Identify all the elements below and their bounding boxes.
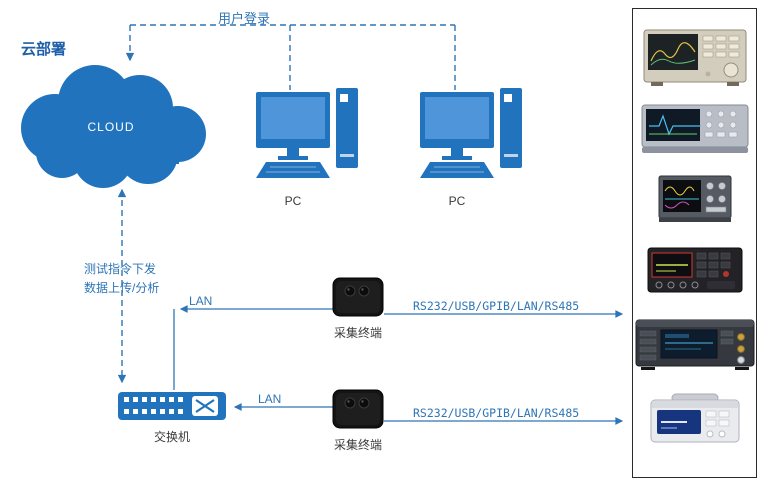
page-title: 云部署 [21,41,67,58]
pc2-icon [419,87,523,179]
cloud-link-label-line2: 数据上传/分析 [84,281,160,295]
terminal2-icon [332,389,384,429]
lan2-label: LAN [258,392,282,406]
pc1-label: PC [284,194,302,208]
pc1-icon [255,87,359,179]
cloud-link-label-line1: 测试指令下发 [84,262,157,276]
bus1-label: RS232/USB/GPIB/LAN/RS485 [413,299,580,313]
user-login-label: 用户登录 [218,11,271,26]
lan1-label: LAN [189,294,213,308]
vector-network-analyzer-icon [643,29,747,92]
switch-icon [118,392,226,420]
switch-label: 交换机 [153,430,190,444]
terminal1-label: 采集终端 [333,326,382,340]
terminal2-label: 采集终端 [333,438,382,452]
source-measure-unit-icon [647,247,743,300]
connectors [117,24,624,425]
pc2-label: PC [448,194,466,208]
instrument-panel [632,8,757,478]
cloud-icon [21,65,206,188]
cloud-link-label: 测试指令下发 数据上传/分析 [84,260,159,298]
signal-generator-icon [635,319,755,376]
terminal1-icon [332,277,384,317]
oscilloscope-icon [641,104,749,159]
mixed-domain-oscilloscope-icon [658,175,732,228]
bus2-label: RS232/USB/GPIB/LAN/RS485 [413,406,580,420]
bench-multimeter-icon [650,393,740,450]
cloud-label: CLOUD [87,120,135,134]
